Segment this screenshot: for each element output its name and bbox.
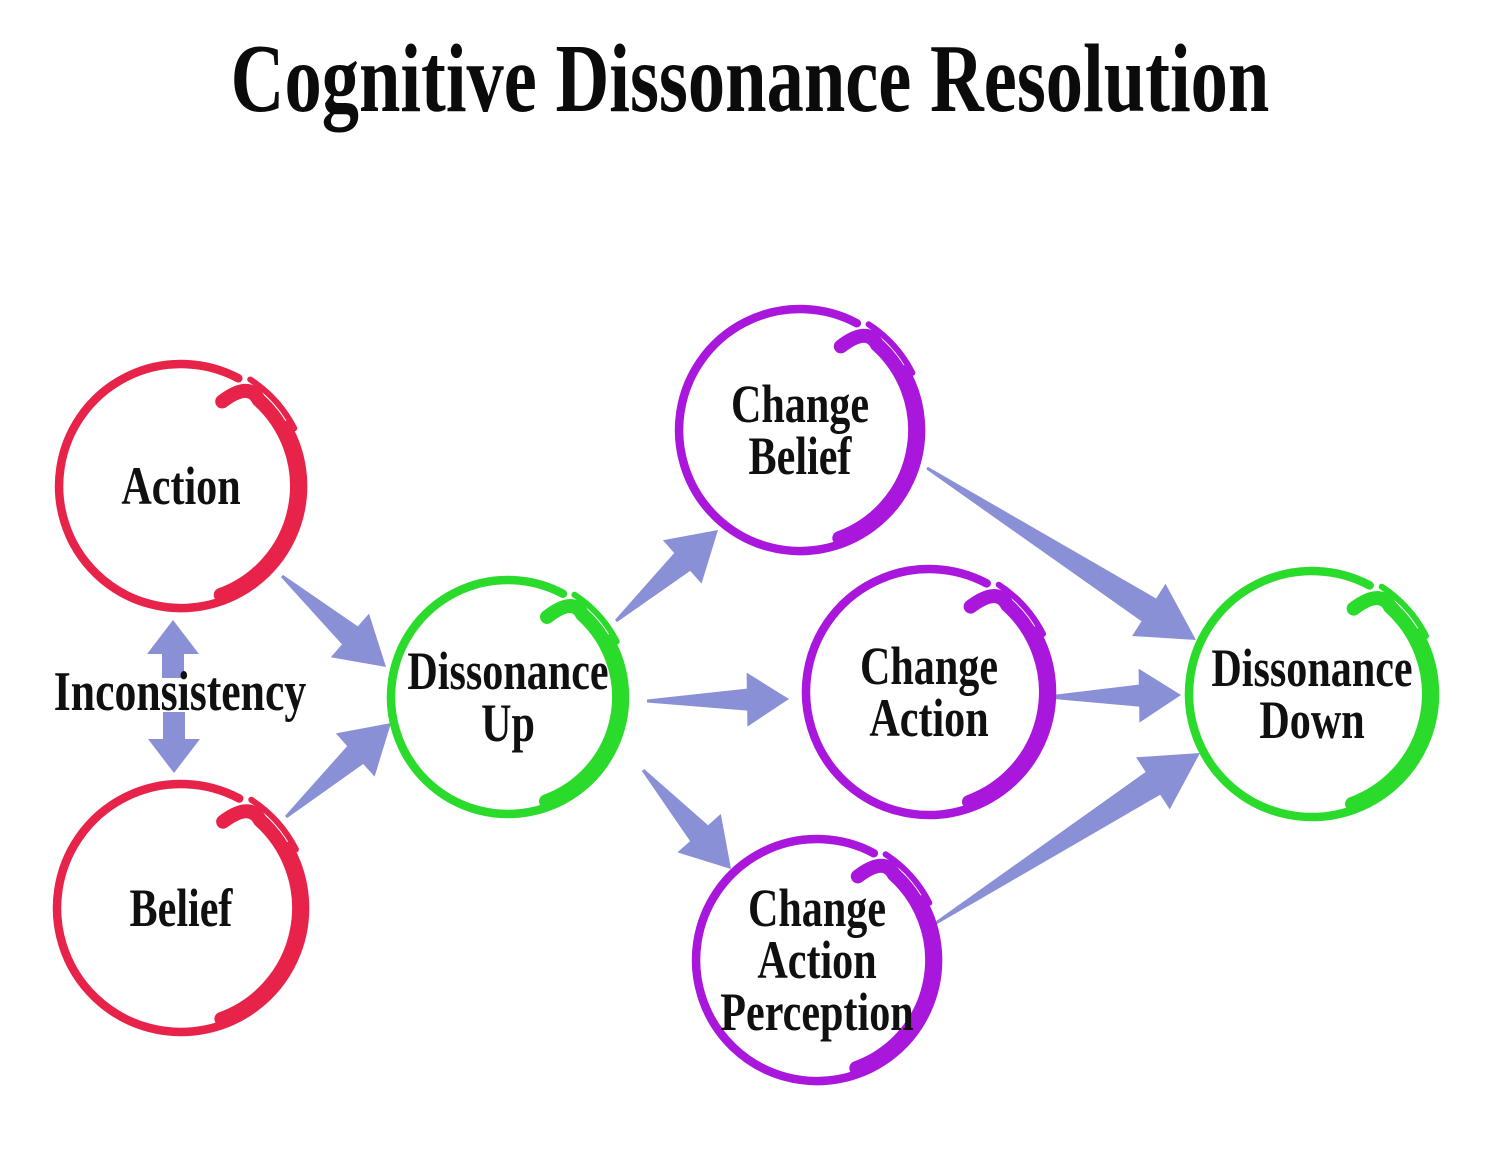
node-label-action: Action xyxy=(121,456,241,516)
node-circle-dissonance-down xyxy=(1184,566,1440,822)
arrow-belief-to-dissonance-up xyxy=(285,723,391,819)
arrow-change-action-perception-to-dissonance-down xyxy=(935,753,1200,925)
arrow-inconsistency-down xyxy=(148,712,200,773)
inconsistency-label: Inconsistency xyxy=(53,661,307,723)
arrow-inconsistency-up xyxy=(147,620,199,678)
node-circle-belief xyxy=(52,779,310,1037)
arrow-dissonance-up-to-change-belief xyxy=(615,530,718,623)
arrow-change-action-to-dissonance-down xyxy=(1048,668,1181,723)
node-circle-change-belief xyxy=(674,304,926,556)
node-circle-change-action-perception xyxy=(691,834,943,1086)
arrow-action-to-dissonance-up xyxy=(281,574,386,667)
arrow-change-belief-to-dissonance-down xyxy=(926,466,1196,640)
node-label-belief: Belief xyxy=(129,878,233,938)
node-circle-action xyxy=(54,359,308,613)
arrow-dissonance-up-to-change-action xyxy=(647,672,789,727)
arrow-dissonance-up-to-change-action-perception xyxy=(641,769,731,869)
node-circle-dissonance-up xyxy=(386,575,630,819)
diagram-title: Cognitive Dissonance Resolution xyxy=(230,25,1270,133)
node-circle-change-action xyxy=(801,564,1057,820)
